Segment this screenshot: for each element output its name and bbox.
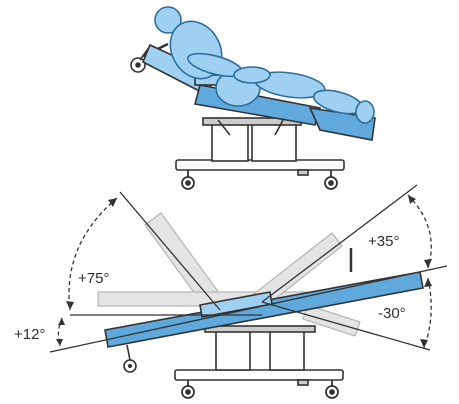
chair-with-person [130, 6, 376, 190]
adjustment-diagram: +75° +35° -30° +12° [14, 184, 448, 399]
reference-lines [49, 184, 448, 353]
leg-up-angle-label: +35° [368, 233, 399, 250]
arc-arrowheads [56, 195, 432, 348]
seated-person-figure [154, 6, 375, 124]
bottom-chair-base [174, 325, 344, 386]
tilt-up-angle-label: +12° [14, 326, 45, 343]
top-chair-casters [181, 170, 338, 190]
backrest-up-angle-label: +75° [78, 270, 109, 287]
ghost-positions [97, 212, 361, 337]
bottom-chair-casters [181, 380, 339, 399]
tilted-bed [104, 248, 424, 373]
leg-down-angle-label: -30° [378, 305, 406, 322]
angle-arcs [57, 194, 432, 349]
